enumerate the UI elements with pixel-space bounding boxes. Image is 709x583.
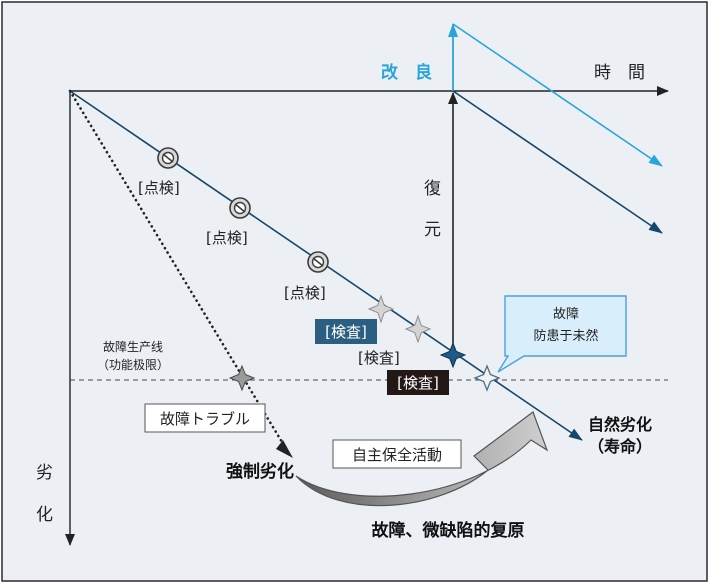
- bottom-caption: 故障、微缺陷的复原: [372, 520, 525, 541]
- restored-deterioration-line: [452, 90, 663, 234]
- forced-deterioration-arrowhead: [276, 440, 293, 458]
- inspection-label-3: [点検]: [284, 284, 326, 302]
- trouble-box: [144, 403, 266, 433]
- deterioration-axis-label-1: 劣: [36, 463, 53, 483]
- natural-deterioration-label-1: 自然劣化: [588, 415, 652, 434]
- check-label-3: [検査]: [397, 374, 439, 392]
- autonomous-maintenance-label: 自主保全活動: [352, 446, 442, 464]
- recovery-curve-arrow: [295, 411, 549, 507]
- autonomous-maintenance-box: [332, 439, 462, 469]
- improvement-label: 改 良: [381, 62, 432, 83]
- failure-line-label-2: （功能极限）: [97, 358, 169, 372]
- inspection-icon-3: [307, 251, 329, 273]
- restore-label-2: 元: [424, 220, 441, 240]
- prevention-callout: [497, 295, 627, 373]
- check-box-3: [387, 370, 449, 395]
- check-box-1: [315, 319, 377, 344]
- prevention-callout-line-1: 故障: [553, 307, 579, 322]
- inspection-icon-1: [157, 147, 179, 169]
- deterioration-axis-label-2: 化: [36, 505, 53, 525]
- prevention-star: [473, 364, 501, 392]
- check-star-1: [367, 294, 395, 324]
- trouble-label: 故障トラブル: [160, 410, 250, 428]
- check-star-restore: [439, 341, 467, 369]
- check-label-1: [検査]: [325, 323, 367, 341]
- inspection-label-2: [点検]: [206, 229, 248, 247]
- failure-line-label-1: 故障生产线: [103, 339, 163, 354]
- failure-star: [228, 364, 256, 392]
- forced-deterioration-line: [68, 89, 290, 454]
- inspection-icon-2: [229, 197, 251, 219]
- restore-label-1: 復: [424, 179, 441, 199]
- forced-deterioration-label: 強制劣化: [226, 461, 294, 482]
- inspection-label-1: [点検]: [138, 179, 180, 197]
- time-axis-label: 時 間: [594, 63, 645, 83]
- improved-deterioration-line: [452, 23, 663, 167]
- check-label-2: [検査]: [358, 349, 400, 367]
- natural-deterioration-label-2: （寿命）: [588, 437, 652, 456]
- check-star-2: [404, 314, 432, 344]
- prevention-callout-line-2: 防患于未然: [533, 328, 598, 344]
